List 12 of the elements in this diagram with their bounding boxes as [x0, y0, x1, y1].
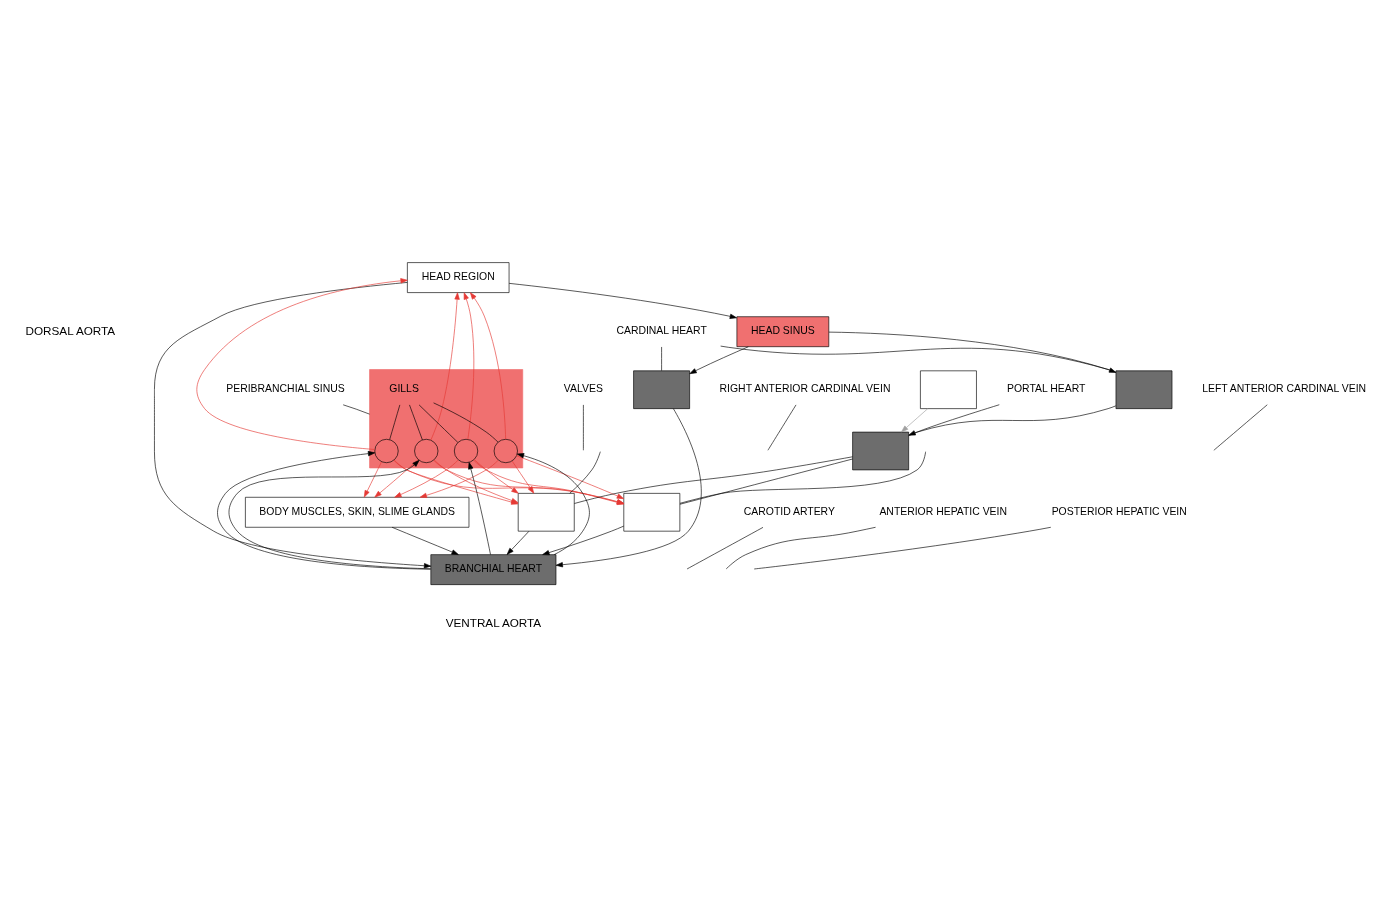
node-text: POSTERIOR HEPATIC VEIN	[1051, 505, 1187, 517]
label: DORSAL AORTA	[25, 323, 116, 337]
node-text: PORTAL HEART	[1007, 382, 1086, 394]
node-text: CAROTID ARTERY	[743, 505, 835, 517]
node-text: LEFT ANTERIOR CARDINAL VEIN	[1202, 382, 1367, 394]
node-text: ANTERIOR HEPATIC VEIN	[879, 505, 1008, 517]
node-text: CARDINAL HEART	[616, 324, 707, 336]
node-text: VALVES	[563, 382, 603, 394]
node-text: GILLS	[389, 382, 419, 394]
label: VENTRAL AORTA	[445, 615, 542, 629]
node-text: RIGHT ANTERIOR CARDINAL VEIN	[719, 382, 891, 394]
node-text: PERIBRANCHIAL SINUS	[226, 382, 345, 394]
